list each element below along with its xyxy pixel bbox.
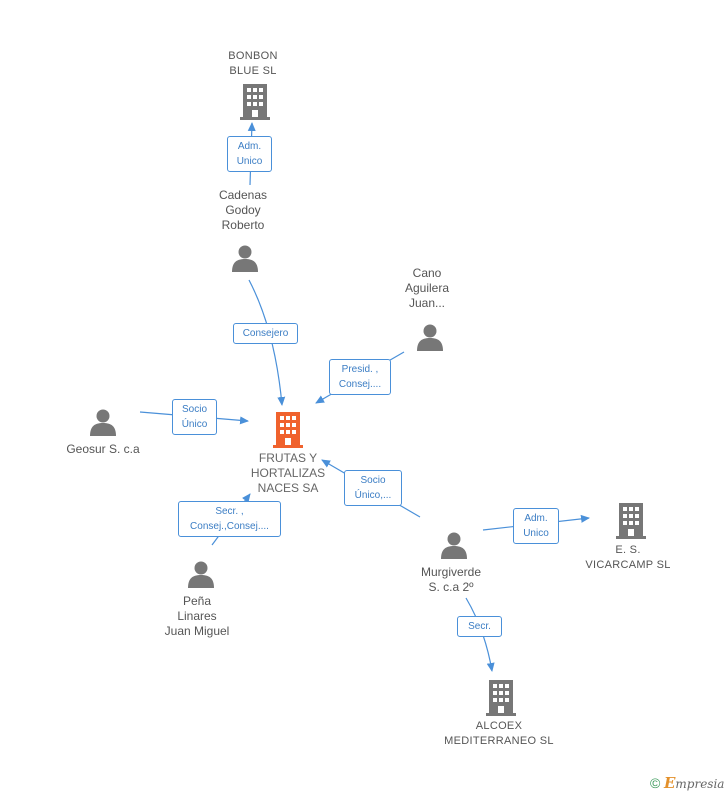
- node-label-line: Cadenas: [218, 188, 268, 202]
- edge-label-line: Presid. ,: [341, 364, 379, 375]
- node-label-line: HORTALIZAS: [250, 466, 326, 480]
- node-label-alcoex[interactable]: ALCOEX MEDITERRANEO SL: [444, 719, 554, 749]
- person-icon: [188, 561, 214, 588]
- node-label-line: BONBON: [228, 50, 278, 62]
- brand-initial: E: [663, 774, 676, 792]
- node-label-vicarcamp[interactable]: E. S. VICARCAMP SL: [578, 543, 678, 573]
- node-label-pena[interactable]: Peña Linares Juan Miguel: [147, 594, 247, 639]
- node-label-line: Juan...: [408, 296, 446, 310]
- edge-label-adm-bonbon[interactable]: Adm. Unico: [227, 136, 272, 172]
- edge-label-secr-pena[interactable]: Secr. , Consej.,Consej....: [178, 501, 281, 537]
- node-label-line: Linares: [177, 609, 217, 623]
- node-label-line: Roberto: [221, 218, 265, 232]
- person-icon: [417, 324, 443, 351]
- building-icon: [240, 84, 270, 120]
- edge-label-adm-vicar[interactable]: Adm. Unico: [513, 508, 559, 544]
- copyright-footer: © Empresia: [650, 774, 724, 792]
- building-icon: [486, 680, 516, 716]
- node-label-frutas[interactable]: FRUTAS Y HORTALIZAS NACES SA: [233, 451, 343, 496]
- edge-label-line: Socio: [181, 404, 207, 415]
- brand-logo: Empresia: [663, 774, 725, 792]
- person-icon: [441, 532, 467, 559]
- node-label-line: S. c.a 2º: [428, 580, 474, 594]
- edge-label-line: Secr. ,: [215, 506, 244, 517]
- edge-label-line: Consej.,Consej....: [190, 521, 269, 532]
- node-label-line: Cano: [412, 266, 442, 280]
- node-label-cadenas[interactable]: Cadenas Godoy Roberto: [193, 188, 293, 233]
- person-icon: [232, 245, 258, 272]
- node-label-line: VICARCAMP SL: [585, 559, 671, 571]
- node-label-line: ALCOEX: [475, 720, 523, 732]
- node-label-cano[interactable]: Cano Aguilera Juan...: [377, 266, 477, 311]
- node-label-murgiverde[interactable]: Murgiverde S. c.a 2º: [401, 565, 501, 595]
- edge-label-presid[interactable]: Presid. , Consej....: [329, 359, 391, 395]
- building-icon: [616, 503, 646, 539]
- edge-label-line: Socio: [360, 475, 386, 486]
- edge-label-line: Unico: [236, 156, 263, 167]
- edge-label-line: Consej....: [338, 379, 382, 390]
- node-label-line: Juan Miguel: [164, 624, 230, 638]
- node-label-line: FRUTAS Y: [258, 451, 318, 465]
- node-label-line: E. S.: [615, 544, 641, 556]
- edge-label-socio-geosur[interactable]: Socio Único: [172, 399, 217, 435]
- brand-rest: mpresia: [675, 777, 725, 791]
- copyright-icon: ©: [650, 775, 661, 791]
- node-label-line: Geosur S. c.a: [66, 442, 140, 456]
- node-label-line: Peña: [182, 594, 212, 608]
- edge-label-line: Único: [181, 419, 208, 430]
- edge-label-line: Adm.: [524, 513, 548, 524]
- node-label-line: MEDITERRANEO SL: [444, 735, 554, 747]
- edge-label-line: Adm.: [237, 141, 262, 152]
- node-label-bonbon[interactable]: BONBON BLUE SL: [203, 49, 303, 79]
- node-label-line: Murgiverde: [420, 565, 482, 579]
- node-label-line: Aguilera: [404, 281, 450, 295]
- node-label-line: BLUE SL: [229, 65, 277, 77]
- edge-label-line: Consejero: [242, 328, 289, 339]
- node-label-line: Godoy: [225, 203, 261, 217]
- edge-label-secr-alcoex[interactable]: Secr.: [457, 616, 502, 637]
- building-icon[interactable]: [273, 412, 303, 448]
- edge-label-line: Único,...: [354, 490, 392, 501]
- edge-label-line: Unico: [523, 528, 549, 539]
- node-label-geosur[interactable]: Geosur S. c.a: [48, 442, 158, 457]
- person-icon: [90, 409, 116, 436]
- node-label-line: NACES SA: [257, 481, 319, 495]
- edge-label-consejero[interactable]: Consejero: [233, 323, 298, 344]
- edge-label-socio-murgi[interactable]: Socio Único,...: [344, 470, 402, 506]
- edge-label-line: Secr.: [468, 621, 491, 632]
